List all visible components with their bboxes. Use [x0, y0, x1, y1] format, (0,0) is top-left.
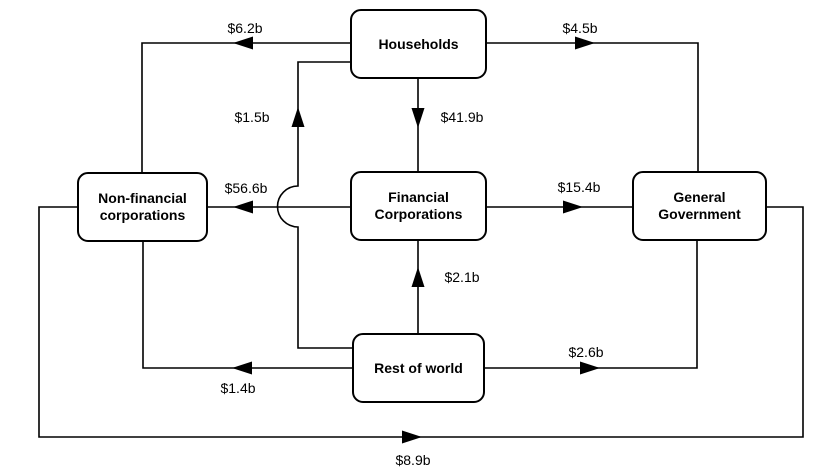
- node-financial-label: Financial Corporations: [374, 189, 463, 222]
- edge-rest-of-world-to-non-financial: [142, 242, 352, 369]
- flow-amount-households-to-financial: $41.9b: [438, 109, 486, 125]
- node-government-label: General Government: [658, 189, 741, 222]
- node-rest-of-world: Rest of world: [352, 333, 485, 403]
- arrowhead-right-households-to-government: [575, 36, 595, 50]
- flow-amount-financial-to-government: $15.4b: [555, 179, 603, 195]
- arrowhead-down-households-to-financial: [411, 108, 425, 128]
- arrowhead-up-rest-of-world-to-households: [291, 107, 305, 127]
- node-non-financial-corporations: Non-financial corporations: [77, 172, 208, 242]
- flow-amount-households-to-government: $4.5b: [560, 20, 600, 36]
- arrowhead-right-rest-of-world-to-government: [580, 361, 600, 375]
- arrowhead-left-households-to-non-financial: [233, 36, 253, 50]
- flow-amount-non-financial-to-government: $8.9b: [393, 452, 433, 468]
- arrowhead-right-non-financial-to-government: [402, 430, 422, 444]
- node-households: Households: [350, 9, 487, 79]
- node-rest-of-world-label: Rest of world: [374, 359, 463, 376]
- arrowhead-left-financial-to-non-financial: [233, 200, 253, 214]
- arrowhead-right-financial-to-government: [563, 200, 583, 214]
- flow-amount-households-to-non-financial: $6.2b: [225, 20, 265, 36]
- node-financial-corporations: Financial Corporations: [350, 171, 487, 241]
- node-households-label: Households: [378, 35, 459, 52]
- node-non-financial-label: Non-financial corporations: [98, 190, 187, 223]
- arrowhead-up-rest-of-world-to-financial: [411, 267, 425, 287]
- flow-amount-rest-of-world-to-households: $1.5b: [232, 109, 272, 125]
- flow-amount-financial-to-non-financial: $56.6b: [222, 180, 270, 196]
- flow-amount-rest-of-world-to-financial: $2.1b: [442, 269, 482, 285]
- edge-households-to-non-financial: [141, 42, 350, 172]
- flow-amount-rest-of-world-to-non-financial: $1.4b: [218, 380, 258, 396]
- arrowhead-left-rest-of-world-to-non-financial: [232, 361, 252, 375]
- edge-households-to-government: [487, 42, 699, 171]
- flow-amount-rest-of-world-to-government: $2.6b: [566, 344, 606, 360]
- node-general-government: General Government: [632, 171, 767, 241]
- edge-rest-of-world-to-government: [485, 241, 698, 369]
- edge-rest-of-world-to-households: [276, 61, 352, 349]
